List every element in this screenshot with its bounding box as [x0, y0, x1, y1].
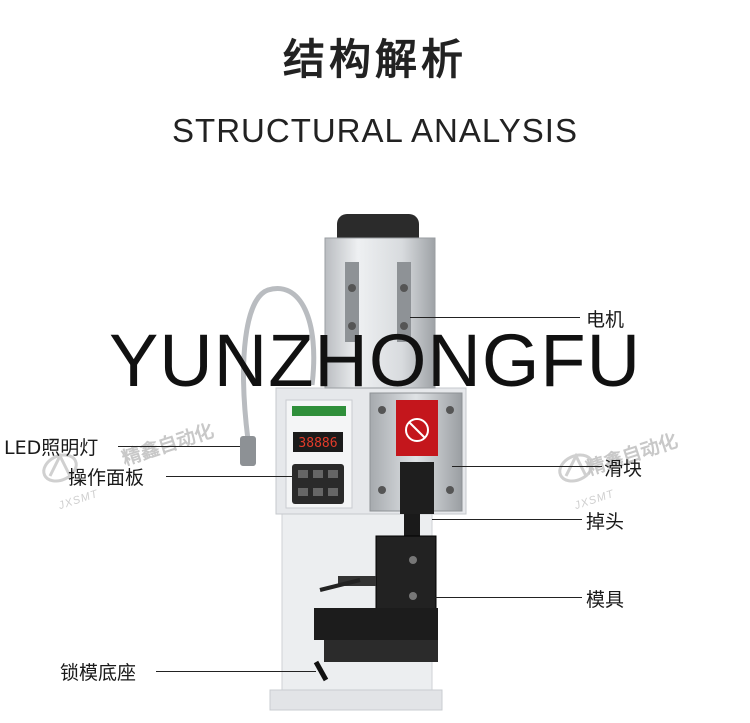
panel-display — [293, 432, 343, 452]
callout-led-light: LED照明灯 — [4, 437, 99, 459]
leader-line-drop-head — [432, 519, 582, 520]
mold-upper — [404, 514, 420, 536]
motor-body — [324, 237, 436, 389]
callout-mold-lock-base: 锁模底座 — [60, 662, 137, 684]
page-subtitle: STRUCTURAL ANALYSIS — [172, 112, 578, 149]
callout-motor: 电机 — [586, 309, 625, 331]
leader-line-control-panel — [166, 476, 292, 477]
mold-lock-base — [314, 608, 438, 640]
page-title: 结构解析 — [282, 35, 467, 84]
leader-line-slider — [452, 466, 602, 467]
brand-logo-icon — [42, 452, 78, 483]
callout-mold: 模具 — [586, 589, 625, 611]
callout-drop-head: 掉头 — [586, 511, 625, 533]
callout-slider: 滑块 — [604, 458, 643, 480]
drop-head — [400, 462, 434, 514]
leader-line-mold-lock-base — [156, 671, 316, 672]
callout-control-panel: 操作面板 — [68, 467, 145, 489]
leader-line-motor — [410, 317, 580, 318]
leader-line-led-light — [118, 446, 240, 447]
panel-display-digits: 38886 — [298, 436, 337, 451]
led-gooseneck — [241, 286, 317, 441]
leader-line-mold — [428, 597, 582, 598]
led-lamp-head — [240, 436, 256, 466]
overlay-watermark: YUNZHONGFU — [108, 319, 642, 402]
mold-body — [375, 535, 437, 617]
warning-label — [396, 400, 438, 456]
brand-logo-icon — [558, 452, 594, 483]
machine-base — [269, 689, 443, 711]
